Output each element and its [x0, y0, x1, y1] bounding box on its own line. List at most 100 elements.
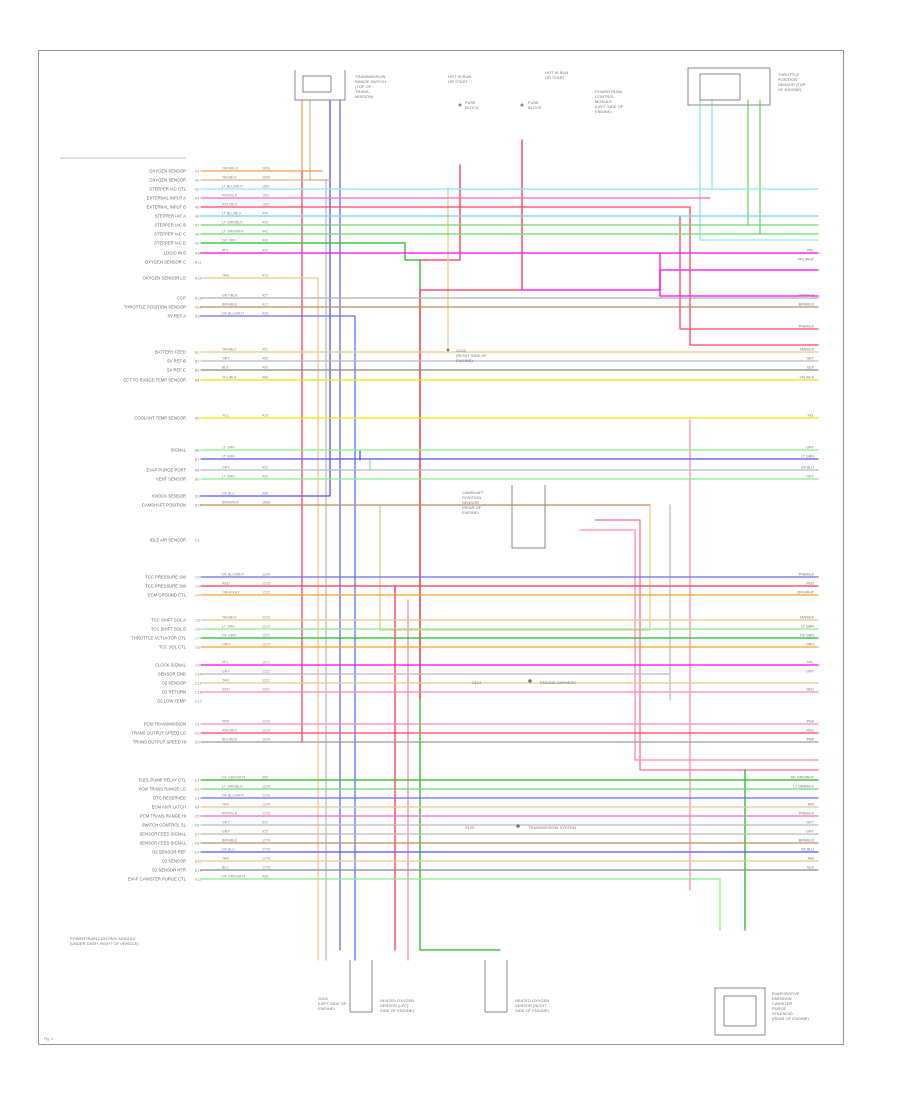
pin-number: D2	[195, 732, 200, 736]
pin-number: E9	[195, 851, 199, 855]
wire-color-label: RED	[222, 688, 230, 692]
terminal-label: DK BLU	[801, 466, 814, 470]
terminal-label: YEL/BLK	[799, 376, 814, 380]
pin-number: C1	[195, 539, 200, 543]
pin-label: O2 RETURN	[162, 690, 186, 695]
wire-color-label: YEL	[222, 414, 229, 418]
circuit-number: 1221	[262, 670, 270, 674]
pin-label: EVAP CANISTER PURGE CTL	[128, 877, 187, 882]
routing-wire	[309, 99, 331, 181]
pin-number: B1	[195, 351, 199, 355]
range-switch-label-line: MISSION)	[355, 94, 374, 99]
wire-color-label: DK BLU	[222, 492, 235, 496]
circuit-number: 469	[262, 376, 268, 380]
pin-number: A8	[195, 233, 199, 237]
cmp-label-line: CAMSHAFT	[462, 490, 485, 495]
wire-color-label: GRY	[222, 357, 230, 361]
pin-label: SENSOR FEED SIGNAL	[139, 841, 186, 846]
wire-color-label: RED	[222, 582, 230, 586]
purge-solenoid-body	[723, 995, 757, 1027]
pin-number: B2	[195, 360, 199, 364]
wire-color-label: LT GRN/BLK	[222, 221, 243, 225]
pin-number: C4	[195, 594, 200, 598]
purge-solenoid-label-line: EMISSION	[772, 996, 792, 1001]
circuit-number: 443	[262, 221, 268, 225]
fuse2-sub-line: BLOCK	[528, 105, 542, 110]
terminal-label: BLK	[807, 366, 814, 370]
wire-color-label: ORG/BLK	[222, 167, 239, 171]
wire-color-label: LT BLU/WHT	[222, 185, 244, 189]
fuse1-sub-line: BLOCK	[465, 105, 479, 110]
pin-label: TRANS OUTPUT SPEED HI	[133, 740, 186, 745]
splice1-id: S124	[472, 680, 482, 685]
pin-number: B8	[195, 469, 199, 473]
terminal-label: RED	[806, 688, 814, 692]
wire-color-label: LT GRN	[222, 455, 235, 459]
vertical-wires	[301, 99, 819, 961]
pcm-top-label-line: (LEFT SIDE OF	[595, 104, 624, 109]
pin-label: 5V REF A	[168, 314, 187, 319]
routing-wire	[594, 519, 819, 771]
ground-label-line: (RIGHT SIDE OF	[456, 353, 487, 358]
pin-number: E1	[195, 779, 199, 783]
range-switch-outline	[294, 70, 346, 101]
wire-color-label: BLK	[222, 366, 229, 370]
splice2-label: TRANSMISSION SYSTEM	[528, 825, 576, 830]
pin-number: B4	[195, 379, 199, 383]
circuit-number: 1222	[262, 591, 270, 595]
wire-color-label: LT GRN	[222, 625, 235, 629]
circuit-number: 1776	[262, 857, 270, 861]
pin-label: SENSOR GND	[158, 672, 186, 677]
circuit-number: 401	[262, 348, 268, 352]
pin-label: SENSOR FEED SIGNAL	[139, 832, 186, 837]
o2-right-outline	[484, 960, 508, 1013]
circuit-number: 1220	[262, 720, 270, 724]
pcm-top-label-line: MODULE	[595, 99, 612, 104]
terminal-label: PPL	[807, 661, 814, 665]
circuit-number: 1221	[262, 679, 270, 683]
range-switch-label-line: TRANSMISSION	[355, 74, 386, 79]
routing-wire	[301, 99, 323, 172]
pin-number: E10	[195, 860, 201, 864]
terminal-label: PNK	[807, 738, 815, 742]
ground-point	[446, 348, 450, 352]
circuit-number: 496	[262, 492, 268, 496]
pin-label: OXYGEN SENSOR	[149, 169, 186, 174]
tps-label-line: POSITION	[778, 77, 797, 82]
terminal-label: GRY	[806, 446, 814, 450]
circuit-number: 465	[262, 776, 268, 780]
pin-number: C11	[195, 682, 201, 686]
wire-color-label: GRY/BLK	[222, 294, 238, 298]
routing-wire	[699, 99, 819, 241]
pin-label: STEPPER IAC D	[154, 241, 186, 246]
terminal-label: PNK/BLK	[799, 325, 815, 329]
wire-color-label: RED/BLK	[222, 203, 238, 207]
pin-label: ECM GROUND CTL	[148, 593, 187, 598]
pcm-top-label-line: POWERTRAIN	[595, 89, 622, 94]
circuit-number: 1224	[262, 573, 270, 577]
circuit-number: 427	[262, 294, 268, 298]
terminal-label: PNK	[807, 720, 815, 724]
circuit-number: 1776	[262, 848, 270, 852]
pin-number: E12	[195, 878, 201, 882]
range-switch-body	[302, 75, 332, 93]
routing-wire	[679, 215, 819, 330]
fuse2-label-line: OR START	[545, 75, 565, 80]
circuit-number: 444	[262, 212, 268, 216]
pin-number: A4	[195, 197, 199, 201]
g104-label-line: ENGINE)	[318, 1006, 335, 1011]
wire-color-label: ORG	[222, 643, 230, 647]
pin-number: A15	[195, 315, 201, 319]
terminal-label: GRY	[806, 357, 814, 361]
purge-solenoid-label-line: (REAR OF ENGINE)	[772, 1016, 810, 1021]
